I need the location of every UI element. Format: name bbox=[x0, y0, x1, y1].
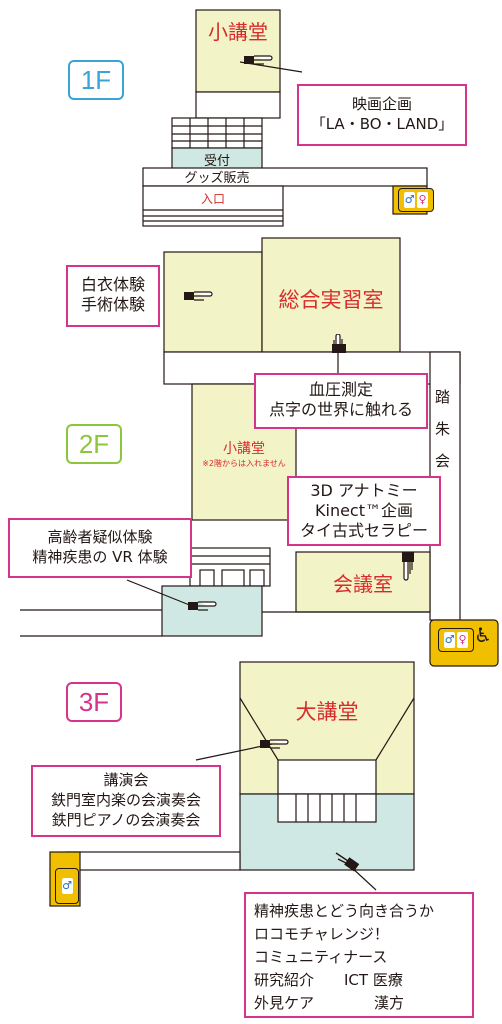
callout-lecture-line-2: 鉄門室内楽の会演奏会 bbox=[50, 791, 201, 809]
3f-restroom-icon: ♂ bbox=[55, 868, 79, 904]
3f-stair-block bbox=[277, 793, 377, 823]
floor-badge-1f: 1F bbox=[68, 60, 124, 100]
3f-stairs bbox=[295, 794, 357, 822]
1f-entrance-label: 入口 bbox=[200, 192, 225, 206]
floor-badge-2f: 2F bbox=[66, 424, 122, 464]
1f-stairs bbox=[172, 118, 262, 148]
1f-goods-sale-label: グッズ販売 bbox=[184, 171, 250, 186]
1f-small-hall-label: 小講堂 bbox=[208, 20, 268, 44]
2f-stairs bbox=[190, 555, 270, 587]
pointing-hand-icon bbox=[184, 291, 213, 301]
3f-corridor bbox=[65, 851, 241, 871]
callout-movie-line-2: 「LA・BO・LAND」 bbox=[310, 115, 454, 133]
callout-anatomy-line-3: タイ古式セラピー bbox=[299, 521, 428, 540]
2f-side-label-2: 朱 bbox=[435, 420, 451, 438]
callout-lecture-line-3: 鉄門ピアノの会演奏会 bbox=[51, 811, 201, 829]
1f-reception-label: 受付 bbox=[203, 154, 230, 169]
callout-elderly-line-1: 高齢者疑似体験 bbox=[47, 528, 153, 546]
callout-programs-line-1: 精神疾患とどう向き合うか bbox=[254, 902, 435, 920]
2f-restroom-icon: ♂♀ bbox=[438, 628, 474, 652]
2f-elderly-pointer-line bbox=[126, 579, 193, 607]
callout-white-coat-line-2: 手術体験 bbox=[80, 295, 145, 314]
floor-3f-plan bbox=[49, 661, 415, 907]
pointing-hand-down-icon bbox=[402, 552, 414, 581]
1f-entrance-steps bbox=[143, 209, 283, 222]
callout-bp-line-1: 血圧測定 bbox=[308, 380, 373, 399]
callout-anatomy-line-2: Kinect™企画 bbox=[315, 501, 413, 520]
callout-bp-line-2: 点字の世界に触れる bbox=[268, 400, 413, 419]
pointing-hand-icon bbox=[188, 601, 217, 611]
callout-white-coat-line-1: 白衣体験 bbox=[80, 275, 145, 294]
callout-programs-line-3: コミュニティナース bbox=[254, 948, 388, 966]
2f-side-label-1: 踏 bbox=[435, 388, 451, 406]
1f-stair-block bbox=[171, 117, 263, 149]
callout-programs: 精神疾患とどう向き合うか ロコモチャレンジ！ コミュニティナース 研究紹介 IC… bbox=[244, 892, 474, 1018]
1f-hall-lobby bbox=[195, 91, 281, 119]
callout-white-coat: 白衣体験 手術体験 bbox=[66, 265, 160, 327]
1f-corridor bbox=[142, 167, 428, 187]
2f-small-hall-label: 小講堂 bbox=[223, 441, 265, 457]
2f-general-lab-label: 総合実習室 bbox=[278, 288, 384, 312]
3f-hall-diagonals bbox=[239, 697, 415, 761]
2f-small-hall-note: ※2階からは入れません bbox=[202, 459, 286, 468]
callout-lecture: 講演会 鉄門室内楽の会演奏会 鉄門ピアノの会演奏会 bbox=[31, 765, 221, 837]
callout-elderly-line-2: 精神疾患の VR 体験 bbox=[32, 548, 168, 566]
callout-elderly: 高齢者疑似体験 精神疾患の VR 体験 bbox=[8, 518, 192, 578]
pointing-hand-icon bbox=[244, 55, 273, 65]
pointing-hand-up-icon bbox=[332, 334, 346, 353]
2f-left-room bbox=[163, 251, 263, 353]
2f-general-lab-room bbox=[261, 237, 401, 353]
3f-stage-block bbox=[277, 759, 377, 795]
1f-entrance-area bbox=[142, 185, 284, 227]
2f-side-label-3: 会 bbox=[435, 452, 451, 470]
pointing-hand-icon bbox=[260, 739, 289, 749]
callout-movie-line-1: 映画企画 bbox=[351, 95, 412, 113]
1f-small-hall-room bbox=[195, 9, 281, 93]
callout-lecture-line-1: 講演会 bbox=[103, 771, 149, 789]
callout-blood-pressure: 血圧測定 点字の世界に触れる bbox=[254, 373, 428, 429]
floor-badge-3f: 3F bbox=[66, 682, 122, 722]
3f-lecture-pointer-line bbox=[195, 743, 273, 761]
callout-anatomy: 3D アナトミー Kinect™企画 タイ古式セラピー bbox=[287, 476, 441, 546]
floor-1f-plan bbox=[142, 9, 428, 227]
callout-programs-line-4: 研究紹介 ICT 医療 bbox=[254, 971, 403, 989]
1f-restroom-icon: ♂♀ bbox=[398, 188, 434, 212]
callout-programs-line-2: ロコモチャレンジ！ bbox=[254, 925, 389, 943]
callout-programs-line-5: 外見ケア 漢方 bbox=[254, 994, 405, 1012]
pointing-hand-diagonal-icon bbox=[335, 852, 360, 872]
callout-movie: 映画企画 「LA・BO・LAND」 bbox=[297, 84, 467, 146]
wheelchair-icon: ♿ bbox=[474, 623, 492, 647]
3f-great-hall-label: 大講堂 bbox=[295, 700, 359, 724]
callout-anatomy-line-1: 3D アナトミー bbox=[310, 481, 418, 500]
2f-teal-area bbox=[161, 585, 263, 637]
2f-conference-label: 会議室 bbox=[333, 572, 393, 596]
